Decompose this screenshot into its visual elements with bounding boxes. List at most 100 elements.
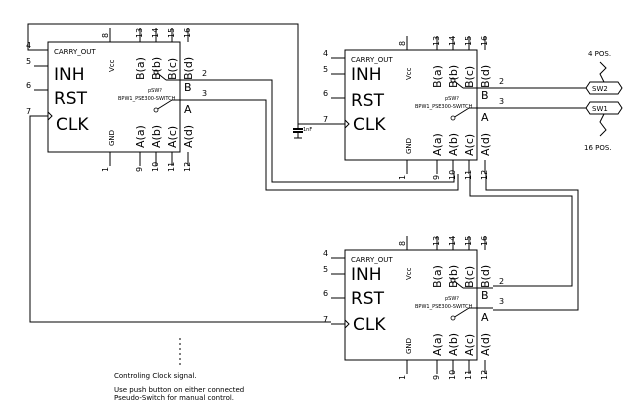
capacitor-label: 1nF xyxy=(303,127,312,133)
sw2-label: SW2 xyxy=(592,85,608,93)
rst-label: RST xyxy=(54,89,88,109)
pin-7: 7 xyxy=(26,107,31,116)
pin-2: 2 xyxy=(499,277,504,286)
note-line-2: Use push button on either connected xyxy=(114,386,244,394)
pin-12: 12 xyxy=(480,170,489,180)
part-ref: pSW? xyxy=(148,88,162,94)
wire-chip2-a-d xyxy=(456,174,459,191)
a-output-label: A xyxy=(481,111,489,124)
pin-3: 3 xyxy=(499,297,504,306)
a-c-input: A(c) xyxy=(463,334,476,356)
pin-14: 14 xyxy=(448,36,457,46)
gnd-label: GND xyxy=(108,130,116,146)
wire-b-out-1 xyxy=(196,79,455,183)
a-d-input: A(d) xyxy=(479,133,492,156)
inh-label: INH xyxy=(351,265,382,285)
a-b-input: A(b) xyxy=(150,125,163,148)
pin-13: 13 xyxy=(432,236,441,246)
pin-6: 6 xyxy=(26,81,31,90)
pin-4: 4 xyxy=(323,49,328,58)
b-d-input: B(d) xyxy=(479,265,492,288)
a-a-input: A(a) xyxy=(431,133,444,156)
pin-1: 1 xyxy=(398,175,407,180)
pin-5: 5 xyxy=(323,65,328,74)
pin-11: 11 xyxy=(464,170,473,180)
wire-a-out-1 xyxy=(196,99,456,191)
pin-14: 14 xyxy=(151,28,160,38)
pin-16: 16 xyxy=(480,236,489,246)
gnd-label: GND xyxy=(405,138,413,154)
pin-16: 16 xyxy=(183,28,192,38)
pin-12: 12 xyxy=(183,162,192,172)
wire-chip2-a-to-chip3-b xyxy=(469,174,573,287)
pin-9: 9 xyxy=(135,167,144,172)
pin-11: 11 xyxy=(464,370,473,380)
pin-10: 10 xyxy=(448,170,457,180)
a-d-input: A(d) xyxy=(182,125,195,148)
a-a-input: A(a) xyxy=(134,125,147,148)
b-output-label: B xyxy=(481,89,489,102)
pos4-label: 4 POS. xyxy=(588,50,611,58)
clk-label: CLK xyxy=(56,115,89,135)
note-line-1: Controling Clock signal. xyxy=(114,372,197,380)
connector-sw2[interactable]: SW2 xyxy=(585,81,623,95)
note-line-3: Pseudo-Switch for manual control. xyxy=(114,394,234,402)
pin-9: 9 xyxy=(432,375,441,380)
pin-5: 5 xyxy=(323,265,328,274)
sw1-label: SW1 xyxy=(592,105,608,113)
b-a-input: B(a) xyxy=(431,65,444,88)
part-name: BPW1_PSE300-SWITCH xyxy=(415,104,473,110)
switch-chip-1[interactable]: CARRY_OUT INH RST CLK 4 5 6 7 Vcc GND 8 … xyxy=(26,27,207,172)
inh-label: INH xyxy=(351,65,382,85)
carry-out-label: CARRY_OUT xyxy=(351,56,393,64)
capacitor: 1nF xyxy=(293,124,312,139)
a-b-input: A(b) xyxy=(447,333,460,356)
b-a-input: B(a) xyxy=(431,265,444,288)
b-output-label: B xyxy=(481,289,489,302)
vcc-label: Vcc xyxy=(108,59,116,72)
pin-12: 12 xyxy=(480,370,489,380)
b-output-label: B xyxy=(184,81,192,94)
pos4-indicator xyxy=(599,61,607,83)
b-c-input: B(c) xyxy=(463,66,476,88)
connector-sw1[interactable]: SW1 xyxy=(585,101,623,115)
pin-2: 2 xyxy=(499,77,504,86)
part-ref: pSW? xyxy=(445,296,459,302)
a-a-input: A(a) xyxy=(431,333,444,356)
clk-label: CLK xyxy=(353,315,386,335)
switch-chip-2[interactable]: CARRY_OUT INH RST CLK 4 5 6 7 Vcc GND 8 … xyxy=(323,35,504,180)
wire-carry-out-1 xyxy=(27,23,331,125)
pin-8: 8 xyxy=(101,33,110,38)
pos16-indicator xyxy=(599,113,607,137)
pin-10: 10 xyxy=(151,162,160,172)
pin-3: 3 xyxy=(499,97,504,106)
pin-3: 3 xyxy=(202,89,207,98)
a-d-input: A(d) xyxy=(479,333,492,356)
pin-11: 11 xyxy=(167,162,176,172)
carry-out-label: CARRY_OUT xyxy=(351,256,393,264)
pin-8: 8 xyxy=(398,241,407,246)
pin-1: 1 xyxy=(101,167,110,172)
inh-label: INH xyxy=(54,65,85,85)
a-c-input: A(c) xyxy=(463,134,476,156)
pin-2: 2 xyxy=(202,69,207,78)
part-name: BPW1_PSE300-SWITCH xyxy=(415,304,473,310)
b-b-input: B(b) xyxy=(447,265,460,288)
pin-15: 15 xyxy=(464,236,473,246)
pin-4: 4 xyxy=(323,249,328,258)
pin-10: 10 xyxy=(448,370,457,380)
pin-13: 13 xyxy=(135,28,144,38)
wire-chip2-a-to-chip3-a xyxy=(485,174,579,311)
gnd-label: GND xyxy=(405,338,413,354)
part-name: BPW1_PSE300-SWITCH xyxy=(118,96,176,102)
pin-15: 15 xyxy=(464,36,473,46)
pin-14: 14 xyxy=(448,236,457,246)
pin-4: 4 xyxy=(26,41,31,50)
pin-9: 9 xyxy=(432,175,441,180)
switch-chip-3[interactable]: CARRY_OUT INH RST CLK 4 5 6 7 Vcc GND 8 … xyxy=(323,235,504,380)
a-b-input: A(b) xyxy=(447,133,460,156)
pin-7: 7 xyxy=(323,315,328,324)
b-d-input: B(d) xyxy=(182,57,195,80)
pin-6: 6 xyxy=(323,89,328,98)
